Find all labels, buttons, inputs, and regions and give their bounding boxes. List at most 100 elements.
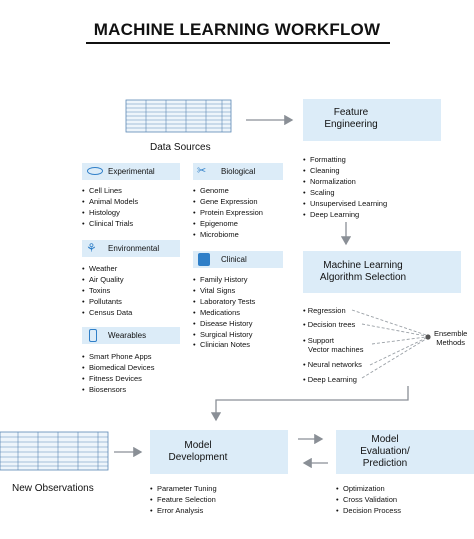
environmental-list: Weather Air Quality Toxins Pollutants Ce… [82, 264, 132, 319]
list-item: Toxins [82, 286, 132, 297]
algo-decision-trees-label: Decision trees [307, 320, 356, 329]
model-evaluation-list: Optimization Cross Validation Decision P… [336, 484, 401, 517]
list-item: Deep Learning [303, 210, 387, 221]
model-development-list: Parameter Tuning Feature Selection Error… [150, 484, 217, 517]
algo-svm-label-line2: Vector machines [308, 345, 364, 354]
list-item: Parameter Tuning [150, 484, 217, 495]
list-item: Clinician Notes [193, 340, 255, 351]
algorithm-selection-title-line2: Algorithm Selection [319, 272, 407, 283]
list-item: Optimization [336, 484, 401, 495]
algo-deep-learning-label: Deep Learning [307, 375, 357, 384]
algo-svm-label-line1: Support [307, 336, 334, 345]
model-development-title-line1: Model [184, 440, 212, 451]
clinical-list: Family History Vital Signs Laboratory Te… [193, 275, 255, 351]
clinical-label: Clinical [221, 255, 247, 264]
tree-icon: ⚘ [86, 241, 97, 255]
list-item: Census Data [82, 308, 132, 319]
model-evaluation-title-line3: Prediction [362, 458, 408, 469]
list-item: Cell Lines [82, 186, 138, 197]
list-item: Animal Models [82, 197, 138, 208]
list-item: Protein Expression [193, 208, 263, 219]
algo-regression-label: Regression [307, 306, 346, 315]
ensemble-line1: Ensemble [434, 329, 468, 338]
environmental-label: Environmental [108, 244, 160, 253]
list-item: Air Quality [82, 275, 132, 286]
data-sources-table-icon [125, 99, 232, 133]
algorithm-selection-box: Machine Learning Algorithm Selection [303, 251, 461, 293]
experimental-header: Experimental [82, 163, 180, 180]
doctor-icon [198, 253, 210, 266]
list-item: Epigenome [193, 219, 263, 230]
watch-icon [89, 329, 97, 342]
model-evaluation-title-line1: Model [371, 434, 399, 445]
list-item: Pollutants [82, 297, 132, 308]
experimental-label: Experimental [108, 167, 155, 176]
model-evaluation-title-line2: Evaluation/ [360, 446, 410, 457]
list-item: Clinical Trials [82, 219, 138, 230]
list-item: Cleaning [303, 166, 387, 177]
title-underline [86, 42, 390, 44]
feature-engineering-title-line2: Engineering [324, 119, 378, 130]
list-item: Medications [193, 308, 255, 319]
algorithm-selection-title-line1: Machine Learning [323, 260, 403, 271]
algo-neural-networks: • Neural networks [303, 360, 362, 369]
list-item: Feature Selection [150, 495, 217, 506]
algo-neural-networks-label: Neural networks [307, 360, 362, 369]
list-item: Biosensors [82, 385, 154, 396]
list-item: Biomedical Devices [82, 363, 154, 374]
list-item: Surgical History [193, 330, 255, 341]
model-evaluation-title: Model Evaluation/ Prediction [342, 434, 428, 470]
list-item: Microbiome [193, 230, 263, 241]
wearables-list: Smart Phone Apps Biomedical Devices Fitn… [82, 352, 154, 396]
wearables-header: Wearables [82, 327, 180, 344]
dna-icon: ✂ [197, 165, 207, 177]
list-item: Error Analysis [150, 506, 217, 517]
clinical-header: Clinical [193, 251, 283, 268]
environmental-header: ⚘ Environmental [82, 240, 180, 257]
model-development-box: Model Development [150, 430, 288, 474]
list-item: Gene Expression [193, 197, 263, 208]
list-item: Cross Validation [336, 495, 401, 506]
list-item: Decision Process [336, 506, 401, 517]
new-observations-label: New Observations [12, 483, 94, 494]
algo-decision-trees: • Decision trees [303, 320, 356, 329]
biological-header: ✂ Biological [193, 163, 283, 180]
data-sources-label: Data Sources [150, 142, 211, 153]
algo-regression: • Regression [303, 306, 346, 315]
biological-list: Genome Gene Expression Protein Expressio… [193, 186, 263, 241]
model-evaluation-box: Model Evaluation/ Prediction [336, 430, 474, 474]
list-item: Smart Phone Apps [82, 352, 154, 363]
experimental-list: Cell Lines Animal Models Histology Clini… [82, 186, 138, 230]
list-item: Fitness Devices [82, 374, 154, 385]
list-item: Vital Signs [193, 286, 255, 297]
model-development-title: Model Development [154, 440, 242, 464]
page-title: MACHINE LEARNING WORKFLOW [93, 20, 381, 39]
arrow-algorithm-to-development [210, 386, 409, 422]
list-item: Laboratory Tests [193, 297, 255, 308]
ensemble-line2: Methods [436, 338, 466, 347]
ensemble-methods-label: Ensemble Methods [434, 329, 467, 347]
ensemble-dashed-lines [351, 309, 427, 379]
feature-engineering-box: Feature Engineering [303, 99, 441, 141]
list-item: Histology [82, 208, 138, 219]
wearables-label: Wearables [108, 331, 147, 340]
feature-engineering-list: Formatting Cleaning Normalization Scalin… [303, 155, 387, 220]
ensemble-node [425, 334, 431, 340]
list-item: Unsupervised Learning [303, 199, 387, 210]
algo-svm: • Support Vector machines [303, 336, 364, 354]
list-item: Family History [193, 275, 255, 286]
algo-deep-learning: • Deep Learning [303, 375, 357, 384]
list-item: Weather [82, 264, 132, 275]
list-item: Scaling [303, 188, 387, 199]
petri-dish-icon [87, 167, 103, 175]
list-item: Genome [193, 186, 263, 197]
feature-engineering-title-line1: Feature [333, 107, 369, 118]
biological-label: Biological [221, 167, 256, 176]
list-item: Disease History [193, 319, 255, 330]
new-observations-table-icon [0, 431, 109, 471]
feature-engineering-title: Feature Engineering [309, 107, 393, 131]
model-development-title-line2: Development [168, 452, 228, 463]
list-item: Normalization [303, 177, 387, 188]
list-item: Formatting [303, 155, 387, 166]
algorithm-selection-title: Machine Learning Algorithm Selection [307, 260, 419, 284]
